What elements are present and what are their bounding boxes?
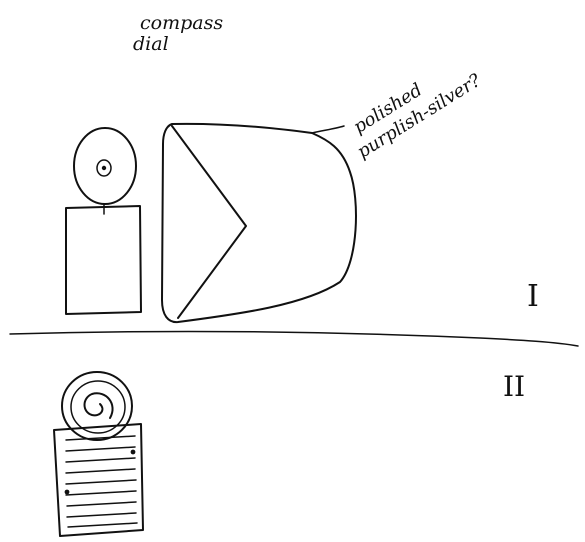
lined-card-lines (65, 435, 138, 528)
section-two-label: II (503, 370, 525, 403)
section-divider-line (9, 330, 579, 347)
section-one-label: I (527, 279, 539, 314)
spiral-card-figure (53, 371, 144, 537)
d-shape-outline (161, 122, 357, 324)
card-marker-dot-left (64, 489, 70, 495)
spiral-disc-middle (70, 380, 126, 434)
d-shape-object (161, 122, 357, 324)
dial-inner-ring (96, 159, 112, 177)
material-leader-line (311, 125, 345, 134)
card-marker-dot-right (130, 449, 136, 455)
material-note: polished purplish-silver? (350, 70, 485, 163)
dial-center-dot (101, 165, 107, 171)
compass-dial-note: compass dial (133, 12, 223, 55)
lined-card-outline (53, 423, 144, 537)
dial-outer-ring (73, 127, 137, 205)
compass-note-line-2: dial (133, 33, 169, 55)
dial-tag-figure (65, 127, 142, 315)
chevron-inner-line (171, 125, 247, 319)
spiral-disc-outer (61, 371, 133, 441)
compass-note-line-1: compass (140, 12, 223, 34)
spiral-center (83, 392, 114, 419)
tag-rectangle (65, 205, 142, 315)
